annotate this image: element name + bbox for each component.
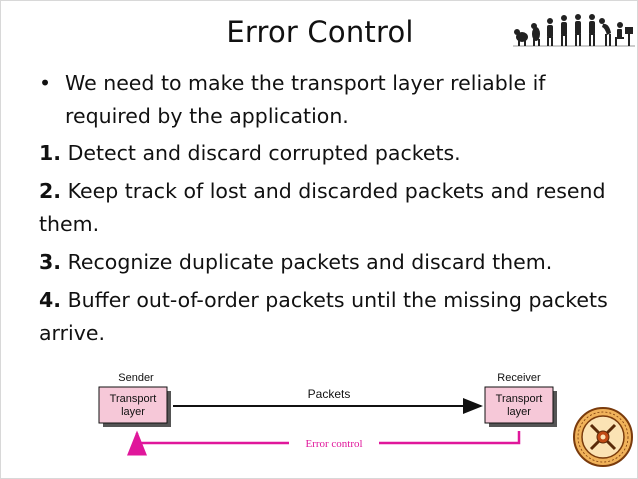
item-number: 3. xyxy=(39,250,62,274)
item-text: Detect and discard corrupted packets. xyxy=(67,141,461,165)
bullet-text: We need to make the transport layer reli… xyxy=(65,71,546,128)
sender-label: Sender xyxy=(118,372,154,384)
item-number: 1. xyxy=(39,141,62,165)
error-control-label: Error control xyxy=(305,438,362,450)
human-evolution-icon xyxy=(513,14,635,47)
receiver-box-line2: layer xyxy=(507,406,531,418)
item-text: Recognize duplicate packets and discard … xyxy=(67,250,553,274)
list-item-1: 1. Detect and discard corrupted packets. xyxy=(39,137,609,170)
error-control-diagram: Sender Receiver Transport layer Transpor… xyxy=(98,372,557,456)
college-seal-icon xyxy=(573,407,633,467)
item-number: 2. xyxy=(39,179,62,203)
list-item-3: 3. Recognize duplicate packets and disca… xyxy=(39,246,609,279)
receiver-box-line1: Transport xyxy=(496,393,543,405)
error-control-label-bg xyxy=(289,436,379,450)
slide-body: • We need to make the transport layer re… xyxy=(39,67,609,355)
item-text: Keep track of lost and discarded packets… xyxy=(39,179,606,236)
sender-transport-box xyxy=(98,386,168,424)
slide-title: Error Control xyxy=(226,15,414,49)
item-text: Buffer out-of-order packets until the mi… xyxy=(39,288,608,345)
receiver-transport-box xyxy=(484,386,554,424)
receiver-label: Receiver xyxy=(497,372,541,384)
sender-box-line2: layer xyxy=(121,406,145,418)
sender-box-line1: Transport xyxy=(110,393,157,405)
packets-label: Packets xyxy=(308,387,351,401)
item-number: 4. xyxy=(39,288,62,312)
bullet-dot-icon: • xyxy=(39,71,52,95)
list-item-2: 2. Keep track of lost and discarded pack… xyxy=(39,175,609,241)
bullet-item: • We need to make the transport layer re… xyxy=(39,67,609,133)
list-item-4: 4. Buffer out-of-order packets until the… xyxy=(39,284,609,350)
